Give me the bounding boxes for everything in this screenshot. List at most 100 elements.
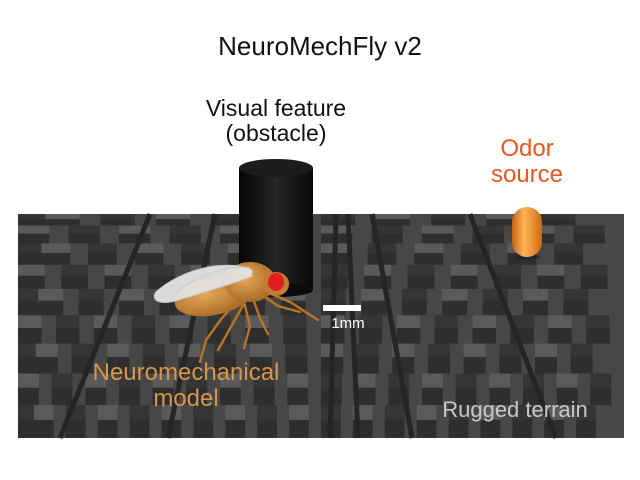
terrain-block	[358, 315, 383, 329]
terrain-block-face	[371, 233, 403, 244]
terrain-block	[494, 264, 521, 276]
terrain-block	[68, 225, 100, 234]
obstacle-cylinder	[239, 159, 313, 297]
odor-source-label: Odor source	[472, 135, 582, 189]
scale-bar-label: 1mm	[331, 315, 365, 332]
terrain-block	[220, 225, 252, 234]
terrain-block-face	[155, 219, 190, 226]
visual-feature-label: Visual feature (obstacle)	[176, 95, 376, 147]
page-title: NeuroMechFly v2	[218, 31, 422, 61]
terrain-block-face	[78, 300, 104, 316]
terrain-ridge	[467, 213, 559, 439]
terrain-block-face	[18, 328, 42, 344]
terrain-ridge	[345, 213, 361, 439]
terrain-block	[35, 343, 58, 358]
terrain-block-face	[450, 275, 478, 289]
terrain-block	[134, 243, 164, 254]
terrain-block	[512, 405, 533, 420]
terrain-block	[61, 264, 89, 276]
terrain-block	[489, 373, 511, 388]
terrain-block	[181, 243, 211, 254]
terrain-block	[455, 373, 477, 388]
terrain-block	[480, 405, 501, 420]
terrain-block	[422, 225, 454, 234]
terrain-block-face	[107, 357, 130, 374]
odor-source-line-1: Odor	[500, 135, 554, 162]
terrain-block	[376, 214, 411, 220]
terrain-block	[361, 288, 387, 301]
terrain-block	[590, 373, 612, 388]
terrain-block	[119, 288, 145, 301]
terrain-block-face	[220, 387, 241, 406]
terrain-block	[554, 243, 583, 254]
terrain-block-face	[434, 328, 459, 344]
terrain-block	[431, 214, 466, 220]
terrain-block	[210, 214, 245, 220]
neuromechanical-model-label: Neuromechanical model	[66, 359, 306, 413]
terrain-block-face	[85, 387, 107, 406]
fly-wing	[153, 264, 253, 303]
terrain-block-face	[253, 387, 275, 406]
terrain-block	[486, 214, 521, 220]
terrain-block-face	[87, 253, 117, 265]
terrain-block-face	[18, 357, 41, 374]
terrain-block-face	[169, 233, 201, 244]
terrain-block-face	[354, 387, 376, 406]
terrain-block	[285, 343, 308, 358]
terrain-block-face	[499, 357, 522, 374]
terrain-block	[422, 373, 443, 388]
terrain-block-face	[448, 419, 469, 438]
terrain-block-face	[220, 233, 252, 244]
terrain-block-face	[401, 300, 427, 316]
terrain-block-face	[480, 419, 501, 438]
terrain-block-face	[214, 357, 237, 374]
terrain-block-face	[18, 275, 45, 289]
terrain-block-face	[207, 328, 231, 344]
terrain-block-face	[416, 419, 437, 438]
terrain-block-face	[18, 387, 39, 406]
terrain-block	[407, 264, 435, 276]
terrain-block-face	[586, 328, 610, 344]
terrain-block	[472, 225, 504, 234]
terrain-block	[220, 373, 241, 388]
terrain-block-face	[129, 419, 150, 438]
terrain-block-face	[422, 387, 443, 406]
terrain-block-face	[41, 253, 71, 265]
rugged-terrain-label: Rugged terrain	[442, 397, 588, 422]
terrain-ridge	[327, 213, 339, 439]
terrain-block-face	[152, 387, 174, 406]
terrain-block-face	[407, 275, 435, 289]
terrain-block-face	[384, 419, 405, 438]
terrain-block-face	[472, 233, 504, 244]
terrain-block	[249, 343, 272, 358]
terrain-block-face	[287, 387, 309, 406]
terrain-block-face	[97, 419, 118, 438]
terrain-block-face	[590, 387, 612, 406]
terrain-block-face	[131, 328, 156, 344]
neuromechanical-model-line-1: Neuromechanical	[92, 359, 280, 386]
terrain-block	[448, 405, 469, 420]
terrain-block	[556, 373, 578, 388]
terrain-block-face	[134, 253, 164, 265]
terrain-block-face	[142, 357, 165, 374]
terrain-block-face	[570, 357, 593, 374]
terrain-block	[55, 315, 80, 329]
terrain-block-face	[534, 357, 557, 374]
terrain-block	[356, 343, 379, 358]
terrain-block	[51, 373, 73, 388]
terrain-block	[499, 343, 522, 358]
terrain-block	[155, 214, 190, 220]
terrain-block	[384, 405, 405, 420]
terrain-block	[450, 264, 478, 276]
terrain-block	[152, 373, 174, 388]
visual-feature-line-2: (obstacle)	[225, 120, 327, 147]
terrain-block-face	[68, 233, 100, 244]
terrain-block-face	[283, 328, 307, 344]
terrain-block	[78, 288, 104, 301]
terrain-block-face	[119, 233, 151, 244]
terrain-block	[18, 264, 45, 276]
terrain-block-face	[356, 357, 379, 374]
terrain-block-face	[210, 219, 245, 226]
terrain-block	[107, 343, 130, 358]
terrain-block-face	[119, 300, 145, 316]
